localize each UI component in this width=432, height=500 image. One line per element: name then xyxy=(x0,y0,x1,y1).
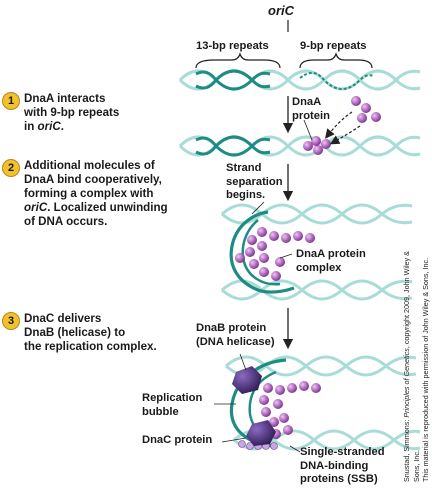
dna-helix-1 xyxy=(178,69,421,91)
label-dnab-protein: DnaB protein (DNA helicase) xyxy=(196,322,275,348)
step-2-text: Additional molecules of DnaA bind cooper… xyxy=(24,159,168,229)
credit-line-2: This material is reproduced with permiss… xyxy=(421,257,430,482)
leader-dnab xyxy=(239,353,247,371)
dnab-helicase-bottom xyxy=(246,420,276,446)
dnaa-bound-proteins xyxy=(303,136,331,155)
label-ssb: Single-stranded DNA-binding proteins (SS… xyxy=(300,446,385,485)
step-2-line-3: forming a complex with xyxy=(24,187,154,200)
leader-dnaa-complex xyxy=(279,253,293,259)
leader-strand-sep xyxy=(251,201,265,215)
step-1-text: DnaA interacts with 9-bp repeats in oriC… xyxy=(24,92,119,134)
dnaa-protein-complex-2 xyxy=(259,381,321,439)
dna-helix-2 xyxy=(178,135,421,157)
step-2-line-2: DnaA bind cooperatively, xyxy=(24,173,162,186)
step-2-line-4: oriC. Localized unwinding xyxy=(24,201,168,214)
step-2-badge: 2 xyxy=(2,159,20,177)
step-2-line-1: Additional molecules of xyxy=(24,159,155,172)
dashed-arrow-1 xyxy=(325,111,353,139)
credit-line-1: Snustad, Simmons: Principles of Genetics… xyxy=(402,251,421,482)
leader-dnaa-protein xyxy=(303,119,313,141)
copyright-credit: Snustad, Simmons: Principles of Genetics… xyxy=(402,232,431,482)
step-1-line-2: with 9-bp repeats xyxy=(24,106,120,119)
step-2-line-5: of DNA occurs. xyxy=(24,215,108,228)
label-dnac-protein: DnaC protein xyxy=(142,434,213,446)
step-1-line-3: in oriC. xyxy=(24,120,64,133)
step-3-text: DnaC delivers DnaB (helicase) to the rep… xyxy=(24,312,157,354)
step-3-line-3: the replication complex. xyxy=(24,340,157,353)
dnaa-protein-complex-1 xyxy=(235,227,315,281)
dnab-helicase-top xyxy=(232,366,262,394)
dashed-arrow-2 xyxy=(329,125,361,145)
step-1-badge: 1 xyxy=(2,92,20,110)
step-3-line-1: DnaC delivers xyxy=(24,312,102,325)
dna-complex-1 xyxy=(221,203,413,301)
step-3-line-2: DnaB (helicase) to xyxy=(24,326,126,339)
brace-9bp xyxy=(299,52,373,69)
label-dnaa-protein: DnaA protein xyxy=(292,96,330,122)
step-1-line-1: DnaA interacts xyxy=(24,92,106,105)
label-dnaa-protein-complex: DnaA protein complex xyxy=(296,248,366,274)
leader-dnac xyxy=(221,437,247,443)
label-strand-separation: Strand separation begins. xyxy=(226,162,283,201)
label-replication-bubble: Replication bubble xyxy=(142,392,203,418)
label-13bp-repeats: 13-bp repeats xyxy=(196,40,269,52)
step-3-badge: 3 xyxy=(2,312,20,330)
leader-ssb xyxy=(289,445,301,453)
brace-13bp xyxy=(195,52,281,69)
dnaa-free-proteins xyxy=(351,96,381,123)
oric-title: oriC xyxy=(268,3,294,18)
label-9bp-repeats: 9-bp repeats xyxy=(300,40,367,52)
